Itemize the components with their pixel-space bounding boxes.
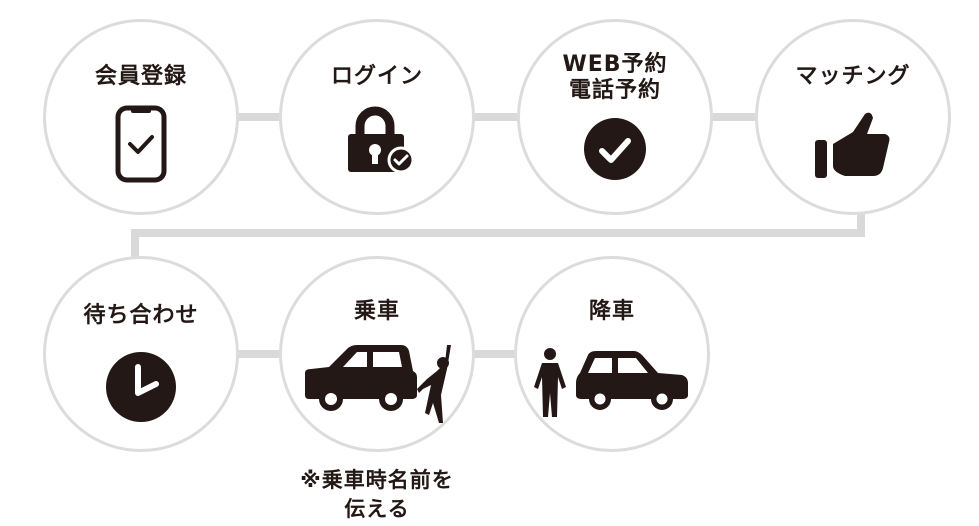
- step-reservation: WEB予約 電話予約: [517, 19, 713, 215]
- step-alighting: 降車: [514, 256, 710, 452]
- thumbs-up-icon: [815, 112, 890, 178]
- step-member-registration: 会員登録: [43, 19, 239, 215]
- step-label-line2: 電話予約: [568, 78, 661, 103]
- step-label: 待ち合わせ: [83, 303, 199, 328]
- check-circle-icon: [584, 118, 646, 180]
- step-label: 会員登録: [94, 64, 187, 89]
- step-label: 降車: [588, 299, 635, 324]
- person-car-icon: [534, 348, 688, 417]
- padlock-check-icon: [348, 106, 415, 174]
- connector-row1: [140, 113, 860, 121]
- step-login: ログイン: [279, 19, 475, 215]
- boarding-note-line2: 伝える: [344, 497, 410, 521]
- step-label: 乗車: [353, 299, 400, 324]
- step-label-line1: WEB予約: [562, 52, 668, 77]
- connector-down-left: [131, 229, 139, 259]
- step-label: ログイン: [330, 64, 423, 89]
- step-meeting: 待ち合わせ: [43, 256, 239, 452]
- car-person-waving-icon: [305, 345, 451, 423]
- connector-return: [131, 229, 865, 237]
- clock-icon: [106, 352, 176, 422]
- step-matching: マッチング: [755, 19, 951, 215]
- boarding-note-line1: ※乗車時名前を: [300, 468, 454, 492]
- connector-down-right: [857, 200, 865, 237]
- step-boarding: 乗車: [279, 256, 475, 452]
- smartphone-check-icon: [115, 105, 167, 183]
- step-label: マッチング: [795, 64, 911, 89]
